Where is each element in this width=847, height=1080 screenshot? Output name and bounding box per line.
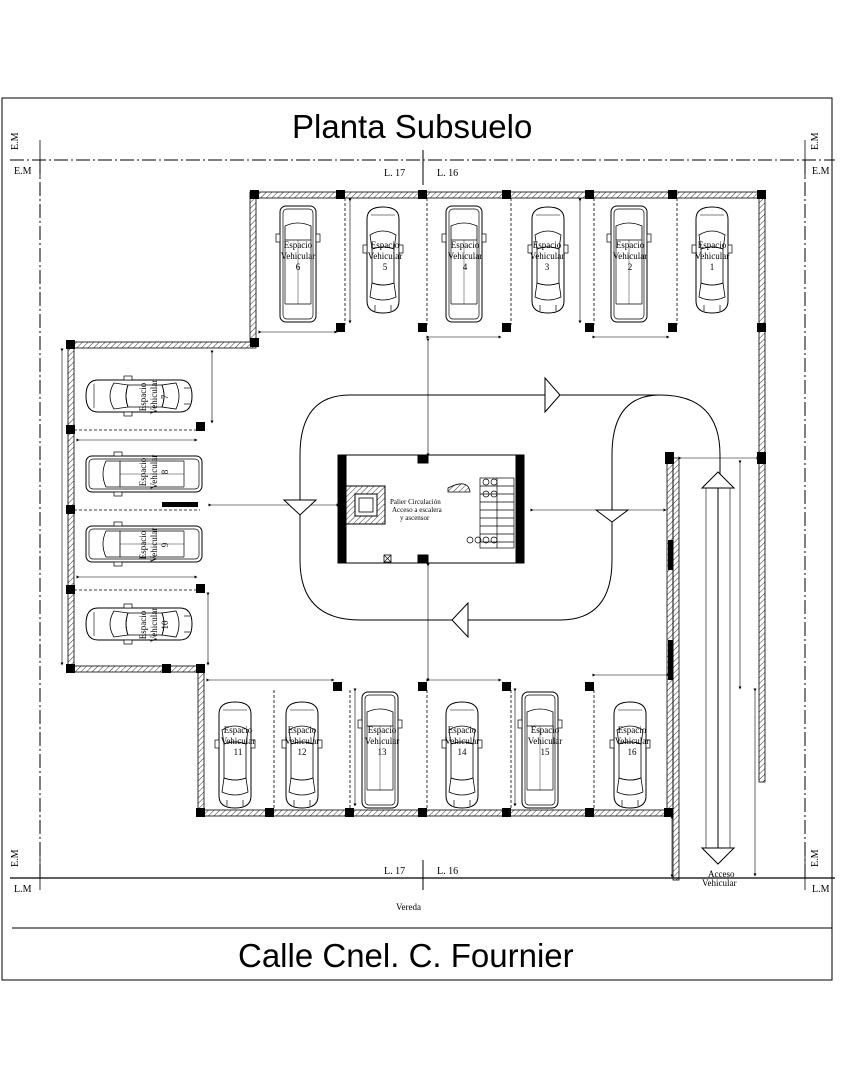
lm-label-right: L.M <box>812 884 830 895</box>
stall-caption: Vehicular <box>368 251 402 261</box>
stall-number: 1 <box>710 262 715 272</box>
sheet-frame <box>1 97 833 981</box>
staircase <box>466 477 515 549</box>
stall-number: 14 <box>458 747 468 757</box>
stall-caption: Espacio <box>138 530 148 559</box>
street-name: Calle Cnel. C. Fournier <box>238 937 574 974</box>
stall-caption: Espacio <box>368 725 397 735</box>
stall-caption: Vehicular <box>285 736 319 746</box>
stall-caption: Espacio <box>451 240 480 250</box>
stall-number: 7 <box>160 394 170 399</box>
stall-caption: Espacio <box>138 457 148 486</box>
stall-caption: Vehicular <box>445 736 479 746</box>
access-label-line2: Vehicular <box>702 878 736 888</box>
lot-17-bottom: L. 17 <box>384 866 405 877</box>
stall-caption: Vehicular <box>530 251 564 261</box>
stall-number: 15 <box>541 747 551 757</box>
stall-caption: Vehicular <box>149 380 159 414</box>
stall-dividers <box>74 198 678 810</box>
lot-16-top: L. 16 <box>437 168 458 179</box>
em-label-top-left: E.M <box>14 166 32 177</box>
stall-caption: Espacio <box>533 240 562 250</box>
stall-number: 5 <box>383 262 388 272</box>
stall-number: 12 <box>298 747 307 757</box>
page-title: Planta Subsuelo <box>292 108 533 145</box>
em-label-top-right: E.M <box>812 166 830 177</box>
stall-caption: Vehicular <box>528 736 562 746</box>
stall-caption: Espacio <box>698 240 727 250</box>
stall-labels: EspacioVehicular1EspacioVehicular2Espaci… <box>138 240 729 757</box>
stall-caption: Vehicular <box>365 736 399 746</box>
stall-number: 8 <box>160 469 170 474</box>
access-label-line1: Acceso <box>708 869 735 879</box>
lm-label-left: L.M <box>14 884 32 895</box>
em-label-top-left-vertical: E.M <box>10 132 21 150</box>
stall-caption: Vehicular <box>448 251 482 261</box>
stall-caption: Espacio <box>531 725 560 735</box>
stall-number: 13 <box>378 747 388 757</box>
stall-caption: Vehicular <box>221 736 255 746</box>
stall-number: 6 <box>296 262 301 272</box>
stall-caption: Vehicular <box>615 736 649 746</box>
em-label-bottom-right: E.M <box>810 849 821 867</box>
stall-caption: Espacio <box>448 725 477 735</box>
em-label-bottom-left: E.M <box>10 849 21 867</box>
core-label-line2: Acceso a escalera <box>392 506 443 514</box>
stall-caption: Espacio <box>224 725 253 735</box>
stall-caption: Vehicular <box>149 608 159 642</box>
stall-number: 4 <box>463 262 468 272</box>
stall-number: 16 <box>628 747 638 757</box>
core-label-line1: Palier Circulación <box>390 498 441 506</box>
stall-caption: Espacio <box>138 610 148 639</box>
central-core <box>337 454 525 564</box>
stall-caption: Espacio <box>616 240 645 250</box>
circulation-loop <box>299 394 721 621</box>
stall-caption: Espacio <box>618 725 647 735</box>
stall-number: 9 <box>160 542 170 547</box>
stall-caption: Vehicular <box>281 251 315 261</box>
stall-caption: Vehicular <box>695 251 729 261</box>
stall-caption: Espacio <box>288 725 317 735</box>
stall-number: 10 <box>160 620 170 630</box>
stall-number: 11 <box>234 747 243 757</box>
lot-17-top: L. 17 <box>384 168 405 179</box>
core-label-line3: y ascensor <box>400 514 430 522</box>
stall-caption: Vehicular <box>149 528 159 562</box>
sidewalk-label: Vereda <box>396 902 421 912</box>
stall-caption: Espacio <box>371 240 400 250</box>
stall-caption: Vehicular <box>613 251 647 261</box>
stall-number: 2 <box>628 262 633 272</box>
structural-columns <box>66 190 766 817</box>
stall-caption: Espacio <box>138 382 148 411</box>
lot-16-bottom: L. 16 <box>437 866 458 877</box>
stall-number: 3 <box>545 262 550 272</box>
em-label-top-right-vertical: E.M <box>810 132 821 150</box>
circulation-arrows <box>282 376 736 865</box>
stall-caption: Espacio <box>284 240 313 250</box>
dimension-lines <box>60 198 760 878</box>
stall-caption: Vehicular <box>149 455 159 489</box>
